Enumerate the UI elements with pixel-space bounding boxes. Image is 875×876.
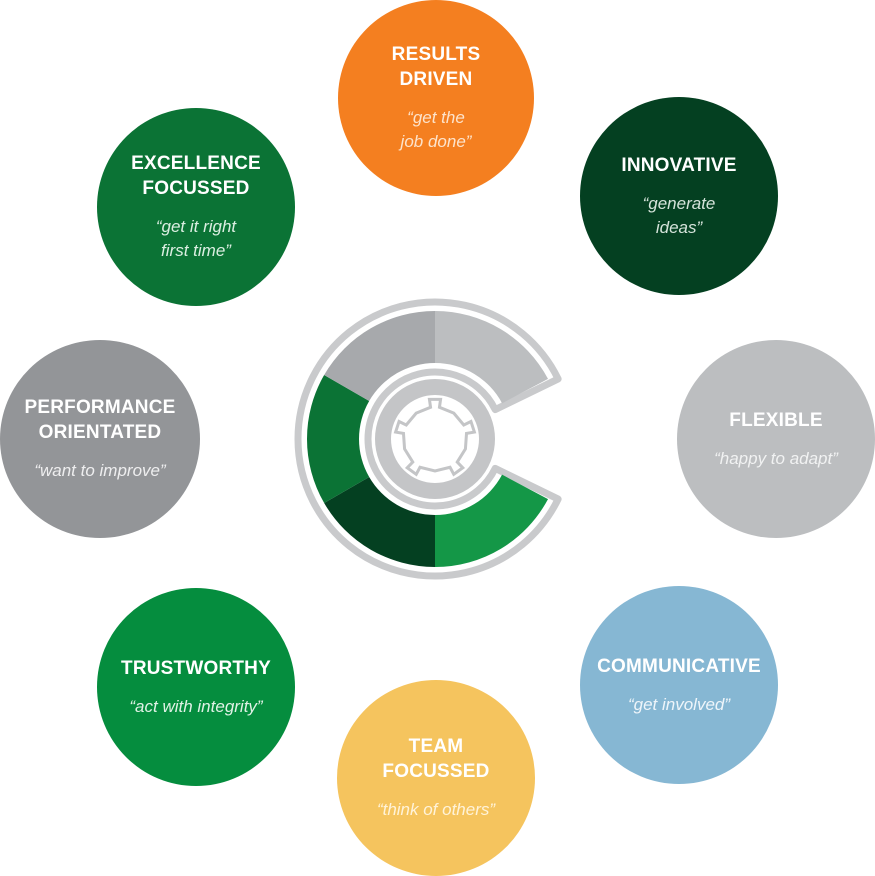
value-title: EXCELLENCE FOCUSSED xyxy=(131,153,261,199)
value-quote: “generate ideas” xyxy=(642,193,716,237)
value-title: COMMUNICATIVE xyxy=(597,655,761,677)
value-results-driven: RESULTS DRIVEN “get the job done” xyxy=(338,0,534,196)
value-title: TEAM FOCUSSED xyxy=(382,736,490,782)
value-quote: “happy to adapt” xyxy=(714,448,838,468)
value-quote: “think of others” xyxy=(376,800,496,819)
value-team-focussed: TEAM FOCUSSED “think of others” xyxy=(337,680,535,876)
value-trustworthy: TRUSTWORTHY “act with integrity” xyxy=(97,588,295,786)
value-quote: “want to improve” xyxy=(34,461,166,480)
logo-segments xyxy=(307,311,549,567)
logo-segment xyxy=(324,477,435,567)
logo-segment xyxy=(324,311,435,401)
logo-inner-ring xyxy=(375,379,495,499)
value-communicative: COMMUNICATIVE “get involved” xyxy=(580,586,778,784)
value-flexible: FLEXIBLE “happy to adapt” xyxy=(677,340,875,538)
value-title: RESULTS DRIVEN xyxy=(391,44,481,90)
value-performance-orientated: PERFORMANCE ORIENTATED “want to improve” xyxy=(0,340,200,538)
value-quote: “get the job done” xyxy=(400,108,472,151)
logo-segment xyxy=(435,311,549,404)
value-title: FLEXIBLE xyxy=(729,409,823,431)
center-logo-icon xyxy=(294,298,562,580)
value-excellence-focussed: EXCELLENCE FOCUSSED “get it right first … xyxy=(97,108,295,306)
logo-segment xyxy=(435,474,549,567)
value-quote: “get it right first time” xyxy=(155,217,237,260)
value-innovative: INNOVATIVE “generate ideas” xyxy=(580,97,778,295)
value-title: INNOVATIVE xyxy=(621,154,737,176)
value-quote: “get involved” xyxy=(627,694,731,714)
logo-outline-ring xyxy=(294,298,562,580)
value-title: TRUSTWORTHY xyxy=(121,657,271,679)
logo-segment xyxy=(307,375,370,503)
logo-gear-icon xyxy=(393,397,477,477)
value-title: PERFORMANCE ORIENTATED xyxy=(24,397,176,443)
value-quote: “act with integrity” xyxy=(129,696,263,716)
